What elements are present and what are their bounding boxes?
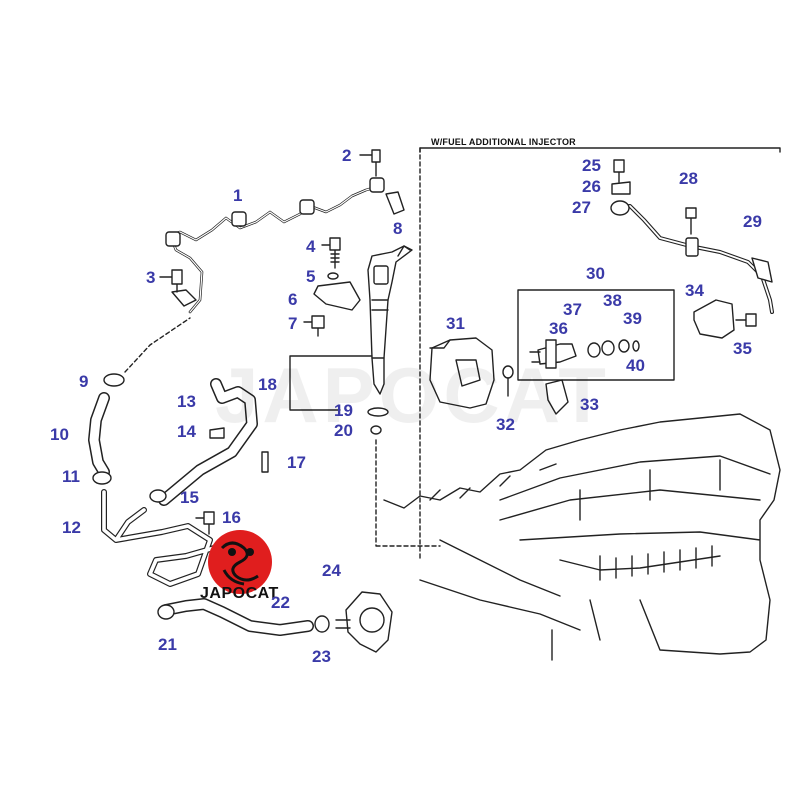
part-number-27[interactable]: 27 <box>572 198 591 217</box>
part-number-14[interactable]: 14 <box>177 422 196 441</box>
section-bracket <box>419 147 781 153</box>
part-number-4[interactable]: 4 <box>306 237 316 256</box>
part-number-26[interactable]: 26 <box>582 177 601 196</box>
section-title: W/FUEL ADDITIONAL INJECTOR <box>431 137 576 147</box>
japocat-logo <box>208 530 272 594</box>
engine-block <box>383 413 781 661</box>
part-number-32[interactable]: 32 <box>496 415 515 434</box>
part-number-17[interactable]: 17 <box>287 453 306 472</box>
part-number-8[interactable]: 8 <box>393 219 403 238</box>
logo-text: JAPOCAT <box>200 585 279 602</box>
part-number-7[interactable]: 7 <box>288 314 298 333</box>
vacuum-pump-24 <box>345 591 393 653</box>
part-number-15[interactable]: 15 <box>180 488 199 507</box>
part-number-20[interactable]: 20 <box>334 421 353 440</box>
part-number-12[interactable]: 12 <box>62 518 81 537</box>
part-number-18[interactable]: 18 <box>258 375 277 394</box>
part-number-2[interactable]: 2 <box>342 146 352 165</box>
part-number-37[interactable]: 37 <box>563 300 582 319</box>
part-number-5[interactable]: 5 <box>306 267 316 286</box>
part-number-22[interactable]: 22 <box>271 593 290 612</box>
part-number-31[interactable]: 31 <box>446 314 465 333</box>
part-number-21[interactable]: 21 <box>158 635 177 654</box>
part-number-29[interactable]: 29 <box>743 212 762 231</box>
part-number-25[interactable]: 25 <box>582 156 601 175</box>
part-number-23[interactable]: 23 <box>312 647 331 666</box>
part-number-38[interactable]: 38 <box>603 291 622 310</box>
part-number-11[interactable]: 11 <box>62 467 80 486</box>
part-number-19[interactable]: 19 <box>334 401 353 420</box>
part-number-1[interactable]: 1 <box>233 186 243 205</box>
part-number-34[interactable]: 34 <box>685 281 704 300</box>
part-number-28[interactable]: 28 <box>679 169 698 188</box>
part-number-24[interactable]: 24 <box>322 561 341 580</box>
part-number-3[interactable]: 3 <box>146 268 156 287</box>
part-number-16[interactable]: 16 <box>222 508 241 527</box>
part-number-9[interactable]: 9 <box>79 372 89 391</box>
part-number-6[interactable]: 6 <box>288 290 298 309</box>
part-number-33[interactable]: 33 <box>580 395 599 414</box>
part-number-13[interactable]: 13 <box>177 392 196 411</box>
part-number-36[interactable]: 36 <box>549 319 568 338</box>
part-number-39[interactable]: 39 <box>623 309 642 328</box>
part-number-10[interactable]: 10 <box>50 425 69 444</box>
part-number-30[interactable]: 30 <box>586 264 605 283</box>
part-number-40[interactable]: 40 <box>626 356 645 375</box>
part-number-35[interactable]: 35 <box>733 339 752 358</box>
